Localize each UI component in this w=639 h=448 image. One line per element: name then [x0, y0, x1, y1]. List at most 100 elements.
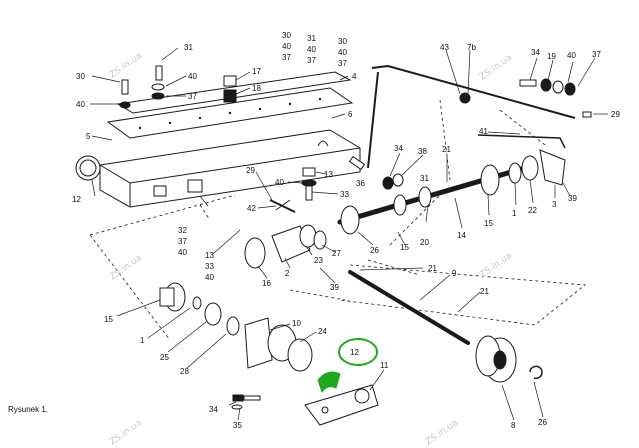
part-label: 22	[528, 206, 537, 215]
part-label: 30	[76, 72, 85, 81]
plug-18	[223, 89, 237, 103]
part-label: 26	[370, 246, 379, 255]
part-label: 3	[552, 200, 557, 209]
part-label: 39	[330, 283, 339, 292]
drawing-layer	[75, 47, 608, 426]
part-label: 21	[480, 287, 489, 296]
part-label: 40	[275, 178, 284, 187]
bushing-20	[418, 186, 432, 208]
part-label: 9	[452, 269, 457, 278]
part-label: 2	[285, 269, 290, 278]
gear-16	[244, 237, 266, 269]
part-label: 4	[352, 72, 357, 81]
part-label: 7b	[467, 43, 476, 52]
part-label: 40	[338, 48, 347, 57]
part-label: 16	[262, 279, 271, 288]
part-label: 37	[338, 59, 347, 68]
part-label: 41	[479, 127, 488, 136]
bolt-29	[582, 111, 592, 118]
watermark-text: ZS.in.ua	[108, 418, 144, 447]
part-label: 17	[252, 67, 261, 76]
bearing-25	[204, 302, 222, 326]
part-label: 40	[205, 273, 214, 282]
watermark-text: ZS.in.ua	[478, 53, 514, 82]
part-label: 8	[511, 421, 516, 430]
bushing-27	[313, 230, 327, 250]
watermark-text: ZS.in.ua	[108, 253, 144, 282]
part-label: 6	[348, 110, 353, 119]
part-label: 1	[140, 336, 145, 345]
part-label: 37	[178, 237, 187, 246]
part-label: 10	[292, 319, 301, 328]
highlighted-part-12	[317, 371, 341, 394]
part-label: 14	[457, 231, 466, 240]
part-label: 40	[282, 42, 291, 51]
washer-28	[226, 316, 240, 336]
flange-10	[244, 317, 273, 369]
part-label: 31	[184, 43, 193, 52]
lever-arm	[371, 64, 576, 119]
part-label: 40	[307, 45, 316, 54]
plug-17	[223, 75, 237, 87]
part-label: 11	[380, 361, 389, 370]
part-label: 28	[180, 367, 189, 376]
part-label: 15	[484, 219, 493, 228]
part-label: 19	[547, 52, 556, 61]
part-label: 31	[307, 34, 316, 43]
part-label: 35	[233, 421, 242, 430]
part-label: 20	[420, 238, 429, 247]
part-label: 34	[531, 48, 540, 57]
watermark-text: ZS.in.ua	[108, 51, 144, 80]
shaft-9	[348, 270, 470, 345]
housing-window	[187, 179, 203, 193]
part-label: 15	[400, 243, 409, 252]
clutch-22	[521, 155, 539, 181]
gear-15	[340, 205, 360, 235]
part-label: 32	[178, 226, 187, 235]
part-label: 26	[538, 418, 547, 427]
rod-41	[477, 134, 566, 149]
part-label: 12	[72, 195, 81, 204]
pulley-24	[287, 338, 313, 372]
part-label: 13	[324, 170, 333, 179]
bolt-31	[155, 65, 163, 81]
part-label: 37	[592, 50, 601, 59]
part-label: 37	[307, 56, 316, 65]
part-label: 40	[76, 100, 85, 109]
part-label: 43	[440, 43, 449, 52]
part-label: 36	[356, 179, 365, 188]
watermark-layer: ZS.in.ua ZS.in.ua ZS.in.ua ZS.in.ua ZS.i…	[108, 51, 514, 447]
part-label: 42	[247, 204, 256, 213]
part-label: 29	[246, 166, 255, 175]
part-label: 34	[209, 405, 218, 414]
part-label: 40	[567, 51, 576, 60]
part-label: 21	[442, 145, 451, 154]
figure-caption: Rysunek 1.	[8, 405, 48, 414]
snap-ring-26	[529, 365, 543, 380]
part-label: 5	[86, 132, 91, 141]
part-label: 30	[282, 31, 291, 40]
callout-ring	[338, 338, 378, 366]
part-label: 37	[188, 92, 197, 101]
part-label: 33	[205, 262, 214, 271]
part-label: 18	[252, 84, 261, 93]
part-label: 40	[188, 72, 197, 81]
shaft-14	[337, 162, 538, 225]
part-label: 12	[350, 348, 359, 357]
part-label: 1	[512, 209, 517, 218]
part-labels: 31 40 37 30 40 17 18 30 40 37 31 40 37 3…	[72, 31, 620, 430]
part-label: 24	[318, 327, 327, 336]
bolt-30	[121, 79, 129, 95]
part-label: 15	[104, 315, 113, 324]
part-label: 34	[394, 144, 403, 153]
part-label: 37	[282, 53, 291, 62]
watermark-text: ZS.in.ua	[424, 418, 460, 447]
main-housing	[99, 129, 361, 208]
watermark-text: ZS.in.ua	[478, 251, 514, 280]
part-label: 21	[428, 264, 437, 273]
part-label: 31	[420, 174, 429, 183]
part-label: 25	[160, 353, 169, 362]
part-label: 30	[338, 37, 347, 46]
bracket-3	[539, 149, 566, 186]
